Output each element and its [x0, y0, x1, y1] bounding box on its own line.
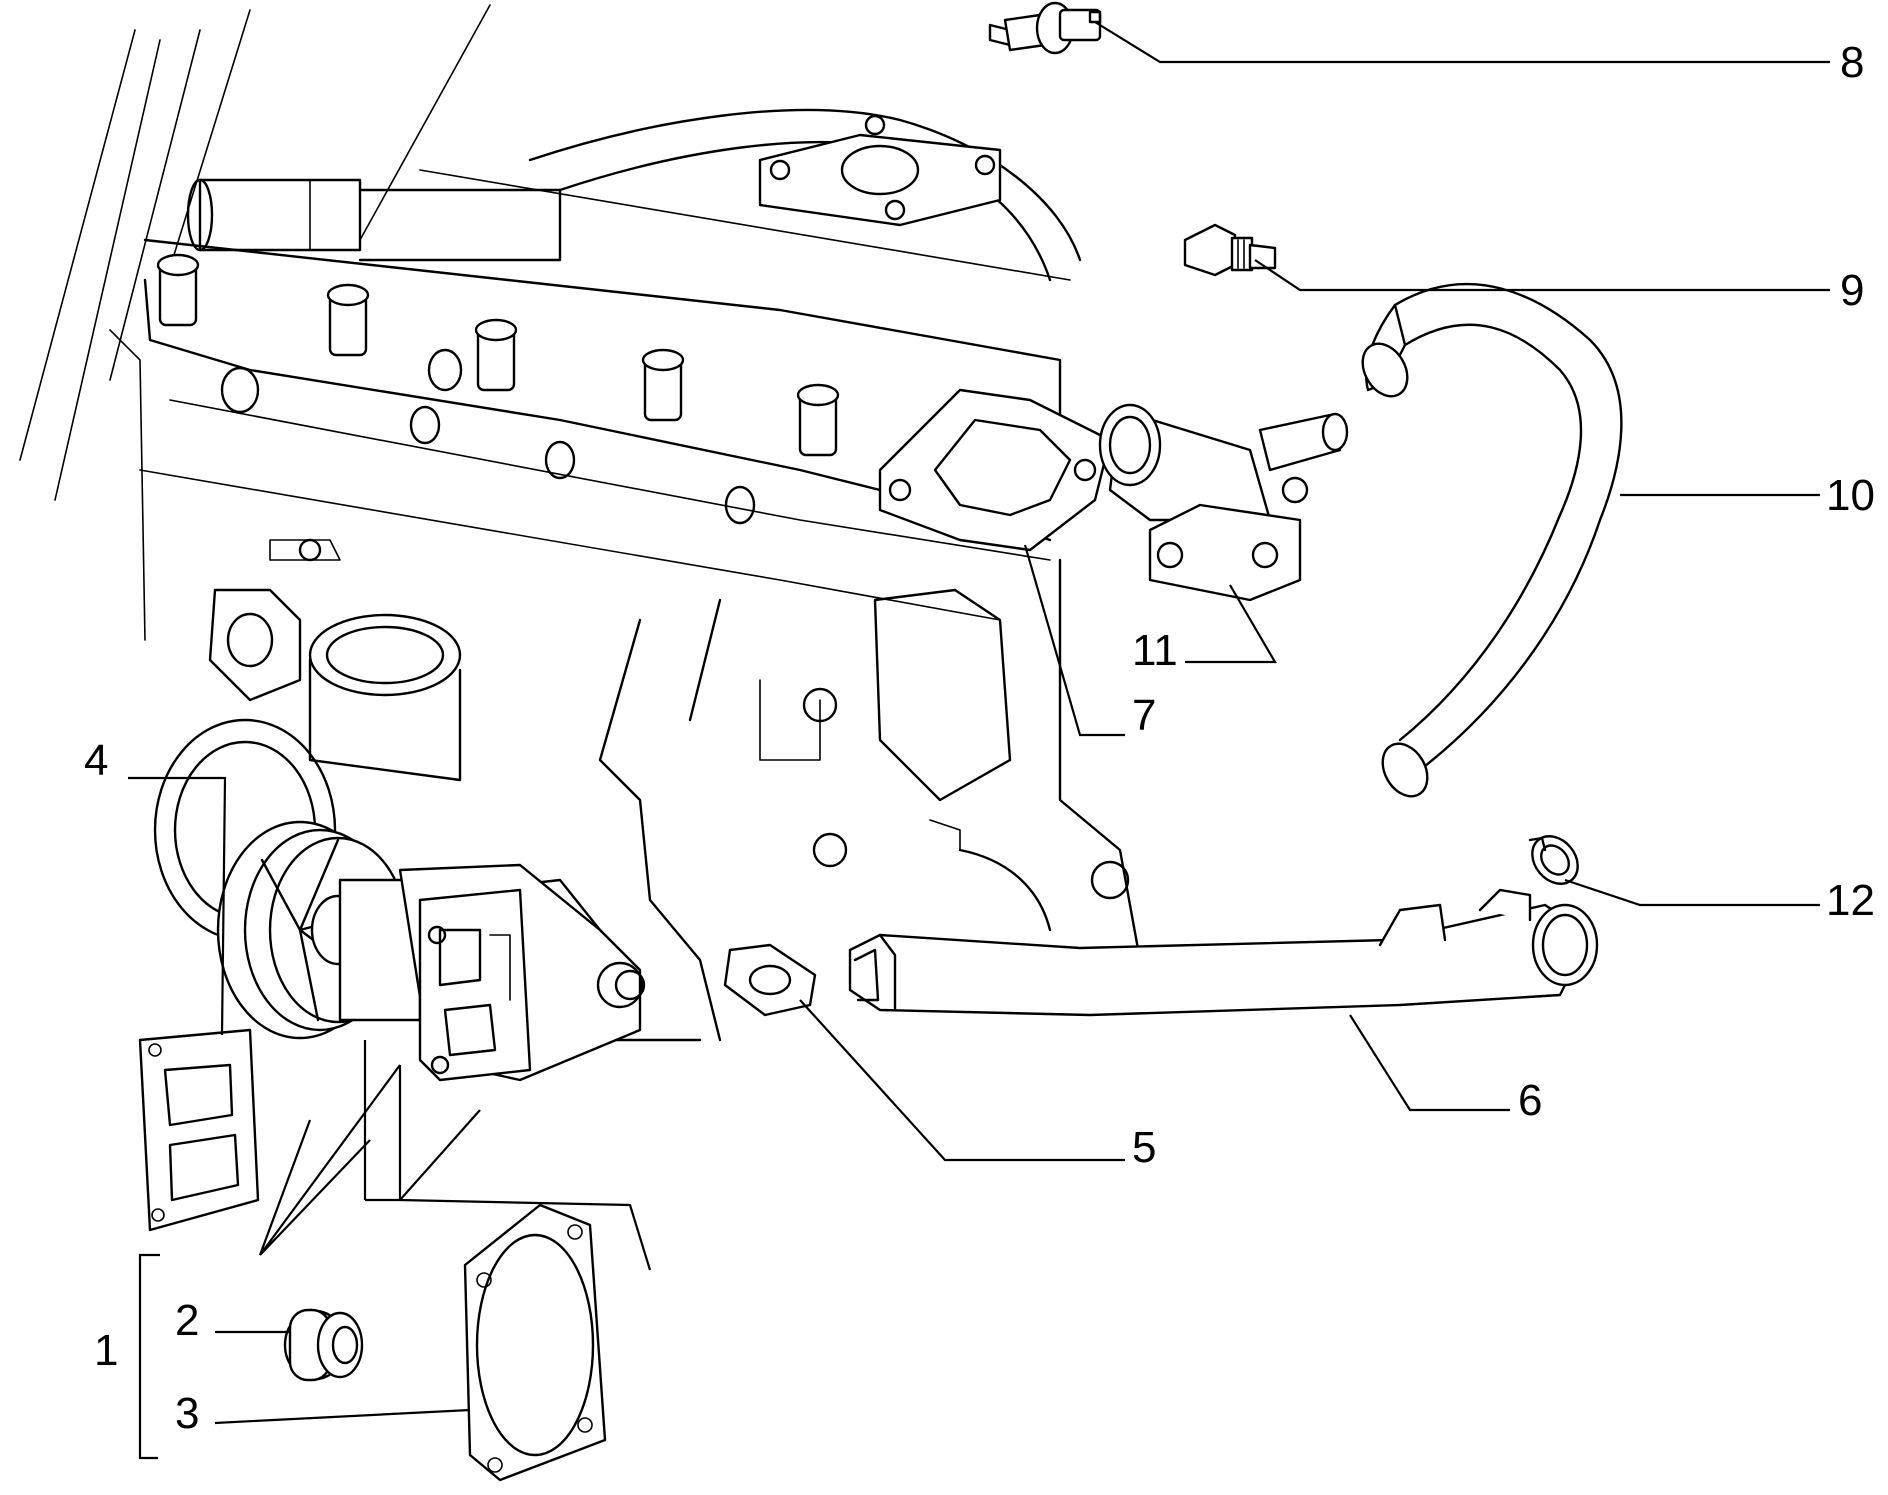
rubber-hose — [1361, 282, 1623, 798]
thermostat-gasket — [878, 388, 1112, 552]
callout-4: 4 — [84, 736, 108, 785]
temperature-sender — [988, 1, 1102, 55]
callout-labels: 8 9 10 11 7 12 6 5 4 1 2 3 — [84, 38, 1875, 1438]
callout-7: 7 — [1132, 691, 1156, 740]
callout-3: 3 — [175, 1389, 199, 1438]
sensor-plug — [1183, 223, 1277, 277]
callout-12: 12 — [1826, 876, 1875, 925]
callout-1: 1 — [94, 1326, 118, 1375]
thermostat-housing — [1098, 403, 1349, 602]
callout-11: 11 — [1132, 626, 1178, 675]
pump-cover-gasket — [463, 1203, 607, 1482]
callout-2: 2 — [175, 1296, 199, 1345]
head-bolts — [156, 253, 840, 457]
coolant-pipe — [848, 888, 1599, 1017]
callout-8: 8 — [1840, 38, 1864, 87]
pump-bearing — [283, 1308, 364, 1382]
hose-clamp — [1528, 835, 1579, 885]
pipe-gasket — [723, 943, 817, 1017]
callout-10: 10 — [1826, 471, 1875, 520]
callout-6: 6 — [1518, 1076, 1542, 1125]
callout-5: 5 — [1132, 1123, 1156, 1172]
leader-lines — [128, 21, 1830, 1460]
water-pump — [216, 820, 646, 1082]
callout-9: 9 — [1840, 266, 1864, 315]
water-pump-gasket — [138, 1028, 260, 1232]
